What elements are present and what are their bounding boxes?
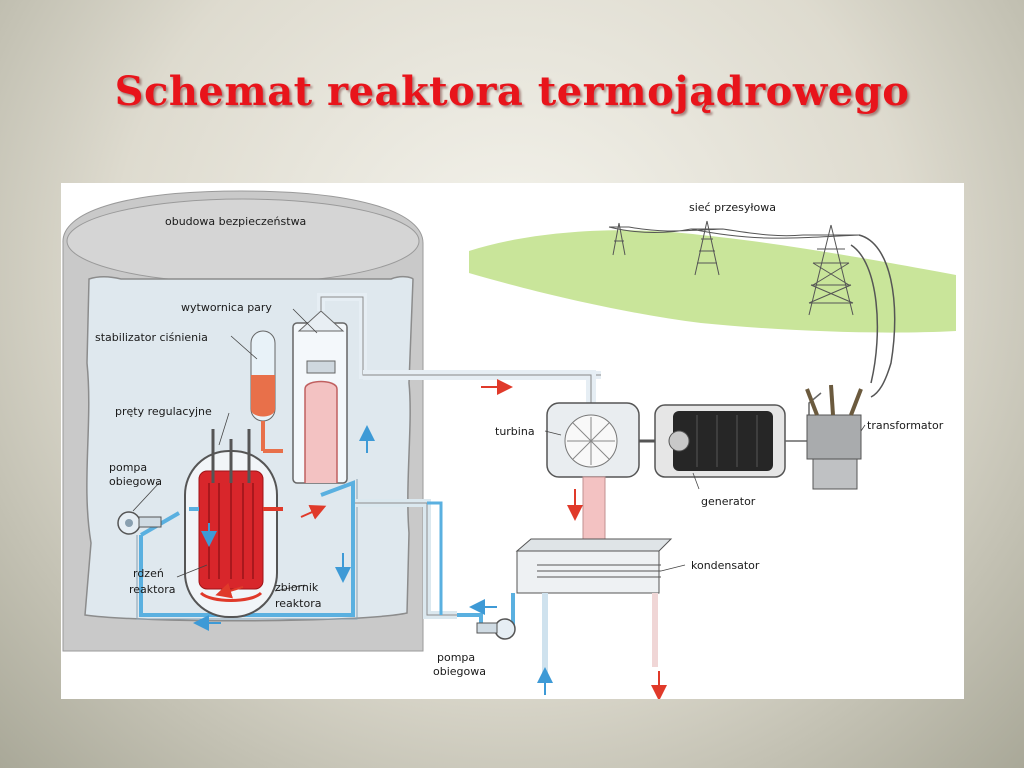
label-containment: obudowa bezpieczeństwa	[165, 215, 306, 228]
turbine	[546, 402, 657, 478]
control-rods	[211, 429, 251, 483]
label-core-line2: reaktora	[129, 583, 175, 596]
label-vessel-line1: zbiornik	[275, 581, 319, 594]
power-pylons	[608, 220, 896, 398]
leader-lines	[132, 308, 866, 592]
label-control-rods: pręty regulacyjne	[115, 405, 212, 418]
label-grid: sieć przesyłowa	[689, 201, 776, 214]
label-generator: generator	[701, 495, 756, 508]
label-core-line1: rdzeń	[133, 567, 164, 580]
reactor-diagram: obudowa bezpieczeństwa sieć przesyłowa w…	[61, 183, 964, 699]
primary-pump	[117, 511, 162, 535]
pressurizer	[250, 330, 283, 453]
label-turbine: turbina	[495, 425, 535, 438]
label-pressurizer: stabilizator ciśnienia	[95, 331, 208, 344]
primary-loop-pipes-outline	[136, 479, 358, 620]
label-secondary-pump-line1: pompa	[437, 651, 475, 664]
label-secondary-pump-line2: obiegowa	[433, 665, 486, 678]
turbine-exhaust-pipe	[567, 476, 606, 550]
grass-field	[469, 230, 956, 333]
slide-title: Schemat reaktora termojądrowego	[114, 68, 910, 115]
label-primary-pump-line2: obiegowa	[109, 475, 162, 488]
condenser	[515, 538, 673, 699]
label-condenser: kondensator	[691, 559, 760, 572]
label-primary-pump-line1: pompa	[109, 461, 147, 474]
reactor-diagram-svg: obudowa bezpieczeństwa sieć przesyłowa w…	[62, 190, 956, 699]
reactor-vessel	[184, 450, 283, 618]
steam-pipe	[363, 370, 596, 415]
transformer	[805, 384, 863, 490]
secondary-pump	[427, 501, 516, 640]
label-transformer: transformator	[867, 419, 944, 432]
label-steam-generator: wytwornica pary	[181, 301, 272, 314]
label-vessel-line2: reaktora	[275, 597, 321, 610]
generator	[654, 392, 822, 478]
